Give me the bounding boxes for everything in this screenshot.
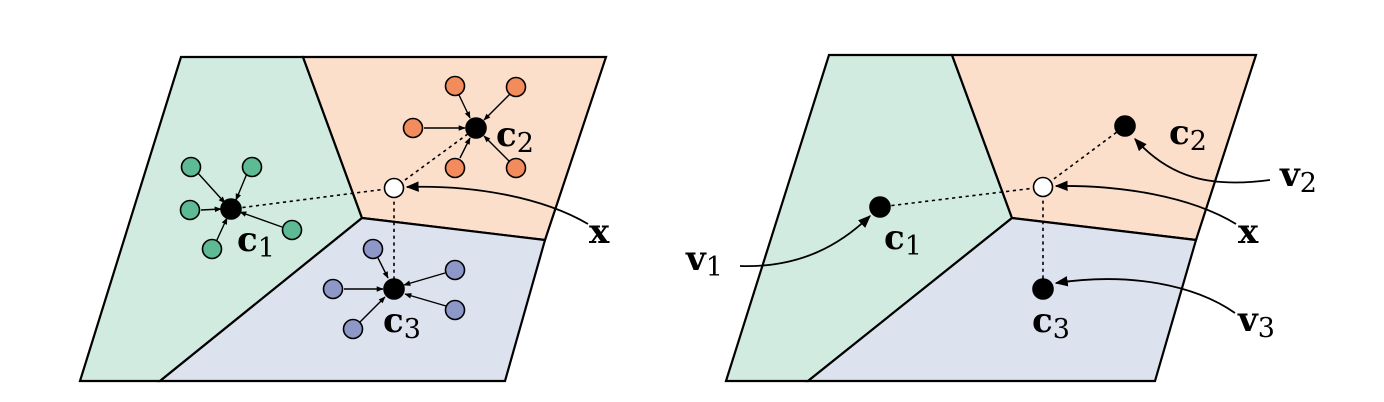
data-point — [402, 117, 424, 139]
data-point — [179, 199, 201, 221]
data-point — [444, 259, 466, 281]
data-point — [444, 299, 466, 321]
label-c2: c2 — [496, 115, 534, 159]
data-point — [444, 157, 466, 179]
data-point — [342, 318, 364, 340]
blue-region — [156, 216, 547, 383]
label-c1: c1 — [237, 220, 275, 264]
data-point — [505, 157, 527, 179]
centroid-c1 — [220, 198, 242, 220]
blue-region — [804, 216, 1198, 383]
link-x-c2 — [393, 127, 477, 189]
data-point — [281, 219, 303, 241]
data-point — [180, 156, 202, 178]
right-panel: c1 c2 c3 x v1 v2 v3 — [685, 53, 1317, 383]
label-v2: v2 — [1279, 155, 1317, 199]
label-v1: v1 — [685, 239, 723, 283]
green-cluster — [179, 156, 303, 260]
orange-cluster — [402, 75, 527, 179]
data-point — [362, 238, 384, 260]
data-point — [444, 75, 466, 97]
label-c1: c1 — [884, 218, 922, 262]
label-v3: v3 — [1237, 300, 1275, 344]
centroid-c3 — [383, 278, 405, 300]
label-c3: c3 — [1032, 301, 1070, 345]
label-c2: c2 — [1169, 113, 1207, 157]
centroid-c2 — [465, 117, 487, 139]
v2-pointer-arrow — [1134, 138, 1271, 184]
query-point-x — [383, 177, 405, 199]
label-x: x — [1238, 212, 1259, 252]
centroid-c3 — [1032, 278, 1054, 300]
link-x-c1 — [879, 186, 1044, 208]
data-point — [505, 76, 527, 98]
v3-pointer-arrow — [1054, 276, 1236, 314]
centroid-c1 — [869, 196, 891, 218]
label-c3: c3 — [383, 301, 421, 345]
link-x-c1 — [230, 187, 395, 210]
query-point-x — [1032, 176, 1054, 198]
data-point — [201, 238, 223, 260]
label-x: x — [589, 212, 610, 252]
centroid-c2 — [1114, 115, 1136, 137]
x-pointer-arrow — [1054, 180, 1237, 225]
x-pointer-arrow — [405, 181, 589, 225]
data-point — [241, 156, 263, 178]
left-panel: c1 c2 c3 x — [78, 55, 610, 383]
data-point — [322, 278, 344, 300]
blue-cluster — [322, 238, 466, 340]
v1-pointer-arrow — [739, 215, 871, 267]
